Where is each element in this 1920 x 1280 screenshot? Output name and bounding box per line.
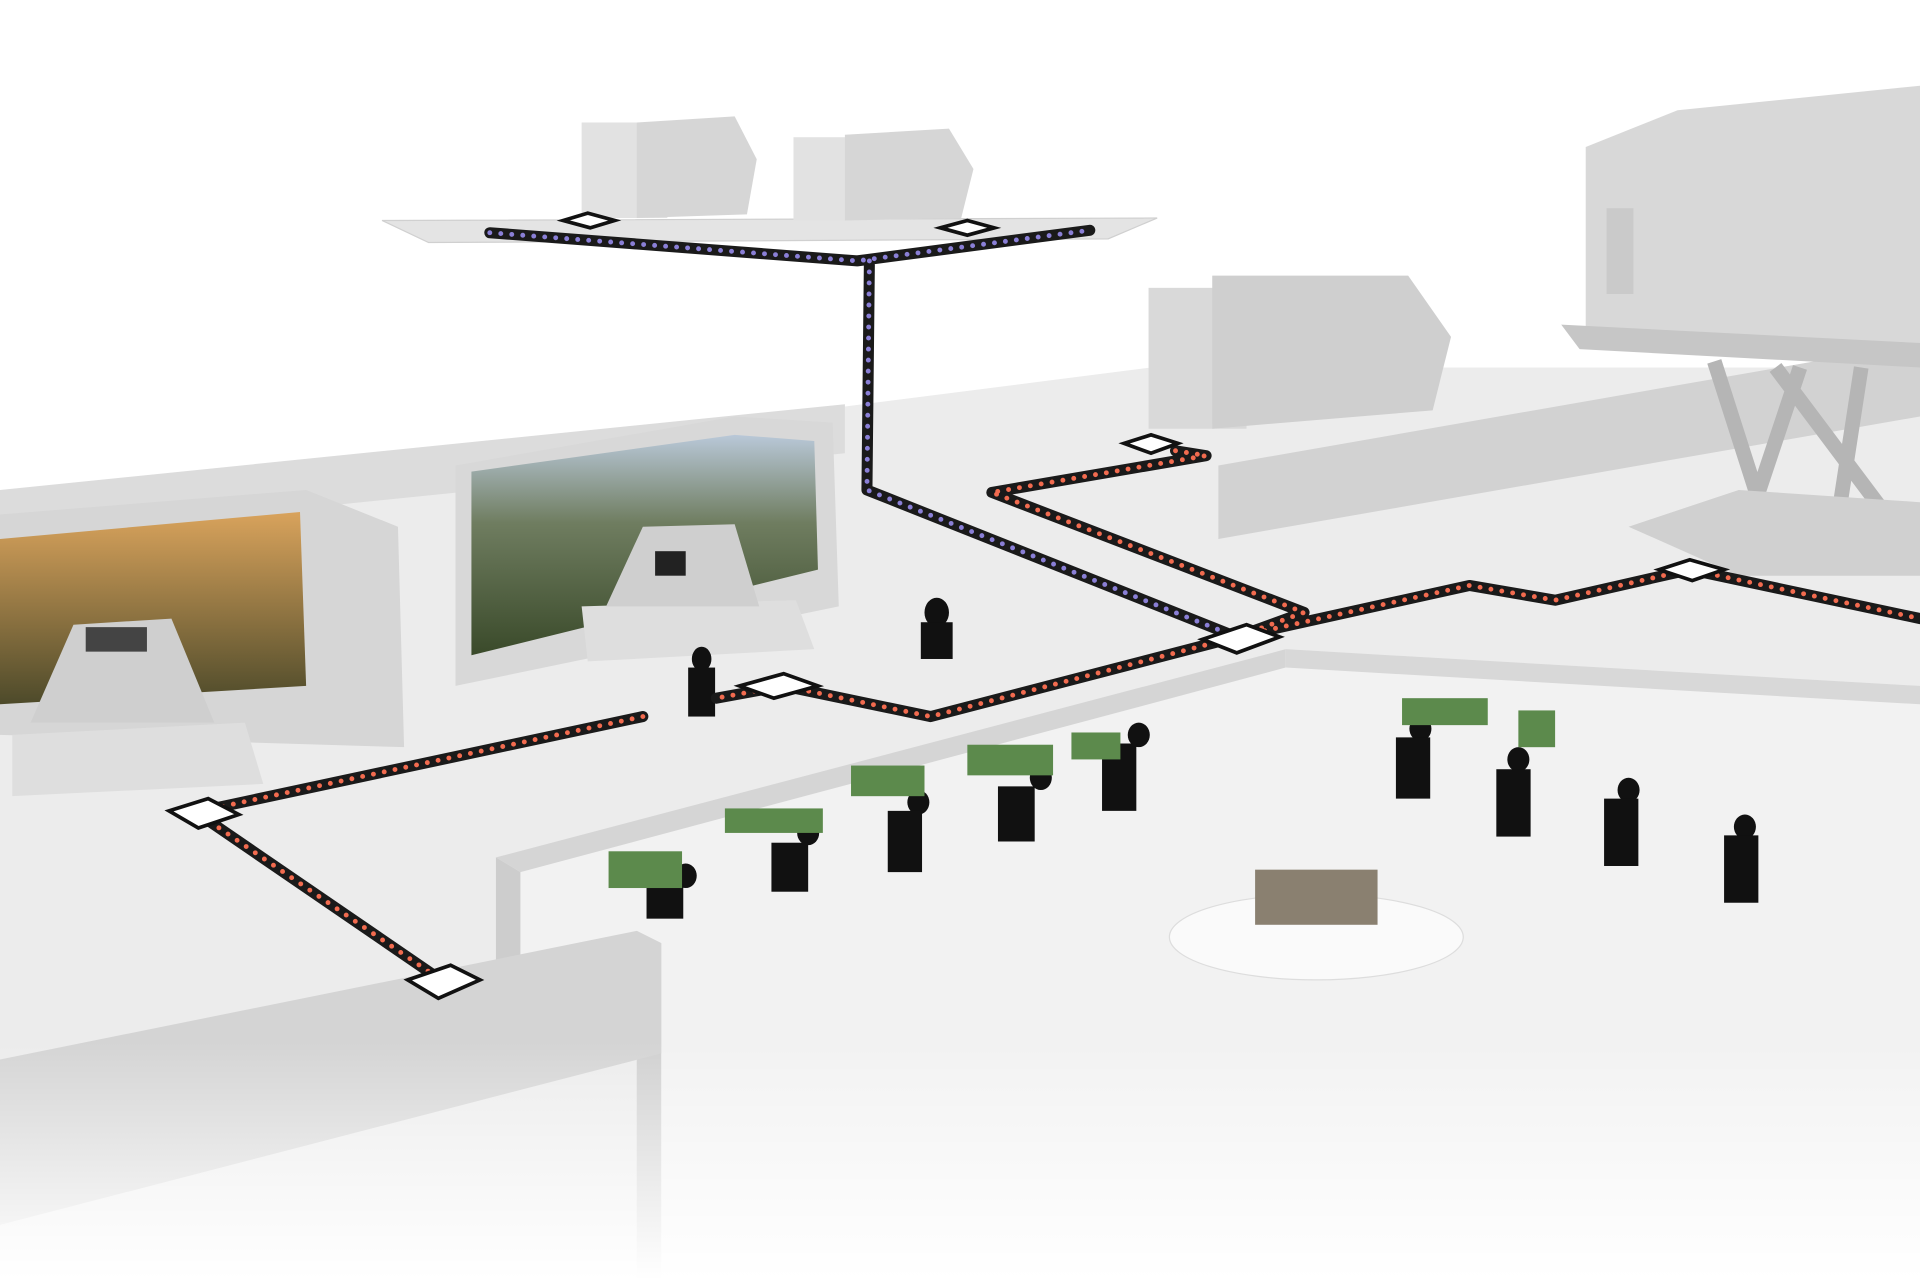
network-node (933, 218, 1002, 238)
network-node (403, 963, 485, 1001)
partition-wall (1218, 342, 1920, 539)
dome-simulator-a (581, 116, 757, 219)
network-node (556, 211, 622, 230)
floor-fade (0, 1041, 1920, 1280)
network-node (1197, 622, 1285, 655)
operator-silhouettes-upper (688, 597, 953, 717)
network-node (733, 671, 825, 701)
cockpit-simulator-center (581, 524, 815, 662)
network-nodes (164, 211, 1731, 1001)
dome-simulator-b (793, 128, 974, 221)
cockpit-simulator-left (12, 618, 264, 797)
motion-platform-simulator (1561, 85, 1920, 576)
network-node (164, 796, 244, 831)
blue-network-link (484, 224, 1243, 643)
workstation-monitors (608, 698, 1556, 889)
dome-simulator-right (1148, 275, 1452, 429)
network-node (1118, 432, 1184, 456)
network-node (1653, 557, 1731, 583)
operator-silhouettes-control-room (646, 716, 1759, 919)
